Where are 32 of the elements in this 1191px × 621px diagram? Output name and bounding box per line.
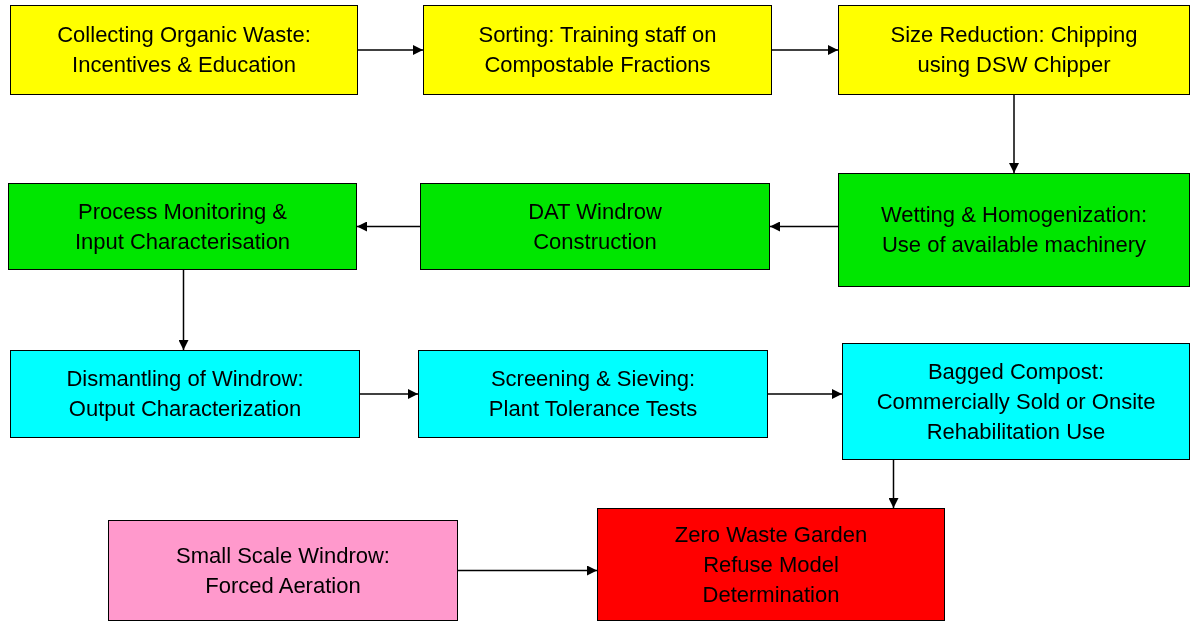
process-box [418,350,768,438]
step-label: Dismantling of Windrow: Output Characterization [65,365,305,423]
step-label: Size Reduction: Chipping using DSW Chipper [889,21,1139,79]
step-label: Process Monitoring & Input Characterisation [73,197,292,256]
process-box [10,350,360,438]
step-label: Zero Waste Garden Refuse Model Determination [673,520,869,609]
process-box [597,508,945,621]
process-box [842,343,1190,460]
step-label: Sorting: Training staff on Compostable Fractions [477,21,718,79]
arrow [888,459,899,509]
process-box [838,5,1190,95]
step-label: Small Scale Windrow: Forced Aeration [175,541,391,600]
process-box [420,183,770,270]
arrow [769,221,839,232]
arrow [767,389,843,399]
arrow [359,389,419,399]
step-label: Wetting & Homogenization: Use of available machinery [879,201,1149,259]
arrow [457,565,598,576]
arrow [357,45,424,55]
step-label: DAT Windrow Construction [527,197,663,256]
step-label: Collecting Organic Waste: Incentives & Education [56,21,312,79]
arrow [771,45,839,55]
process-box [8,183,357,270]
process-box [108,520,458,621]
process-box [838,173,1190,287]
arrow [178,269,189,351]
process-box [10,5,358,95]
process-box [423,5,772,95]
step-label: Screening & Sieving: Plant Tolerance Tests [487,365,699,423]
arrow [1009,94,1019,174]
step-label: Bagged Compost: Commercially Sold or Onsite Rehabilitation Use [875,357,1157,446]
arrow [356,221,421,232]
